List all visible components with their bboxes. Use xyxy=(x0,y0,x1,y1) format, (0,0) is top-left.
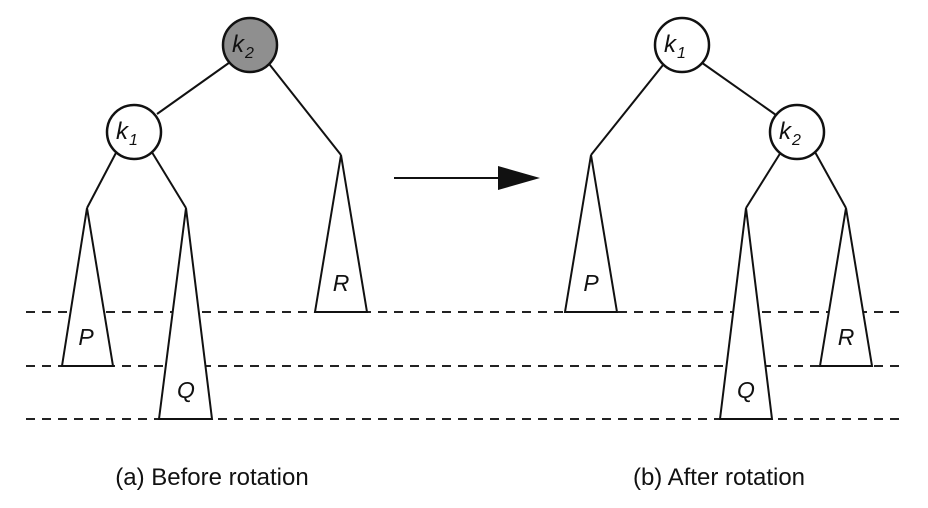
subtree-p-triangle-after xyxy=(563,154,619,313)
before-rotation-tree: P Q R k2 k1 xyxy=(60,16,369,420)
after-rotation-tree: P Q R k1 k2 xyxy=(563,16,874,420)
node-k2-after xyxy=(768,103,826,161)
node-k2-label: k2 xyxy=(232,31,254,62)
rotation-arrow xyxy=(394,166,540,190)
subtree-r-triangle-after xyxy=(818,207,874,367)
node-k1-after-label: k1 xyxy=(664,31,686,62)
edge-k2-r-after xyxy=(814,151,847,209)
subtree-p-label: P xyxy=(78,324,94,350)
subtree-q-triangle-after xyxy=(718,207,774,420)
subtree-r-label: R xyxy=(333,270,350,296)
caption-before-rotation: (a) Before rotation xyxy=(115,464,308,491)
node-k2-highlighted xyxy=(221,16,279,74)
edge-k2-r xyxy=(265,59,342,156)
edge-k2-k1 xyxy=(156,59,234,115)
edge-k1-k2-after xyxy=(697,59,777,116)
node-k1-label: k1 xyxy=(116,118,138,149)
subtree-q-label-after: Q xyxy=(737,377,755,403)
node-k1 xyxy=(105,103,163,161)
subtree-p-label-after: P xyxy=(583,270,599,296)
node-k2-after-label: k2 xyxy=(779,118,801,149)
subtree-r-label-after: R xyxy=(838,324,855,350)
node-k1-after xyxy=(653,16,711,74)
caption-after-rotation: (b) After rotation xyxy=(633,464,805,491)
edge-k1-p xyxy=(86,148,119,209)
subtree-p-triangle xyxy=(60,207,115,367)
edge-k1-p-after xyxy=(590,59,668,156)
subtree-r-triangle xyxy=(313,154,369,313)
subtree-q-triangle xyxy=(157,207,214,420)
subtree-q-label: Q xyxy=(177,377,195,403)
edge-k2-q-after xyxy=(745,151,782,209)
edge-k1-q xyxy=(149,148,187,209)
